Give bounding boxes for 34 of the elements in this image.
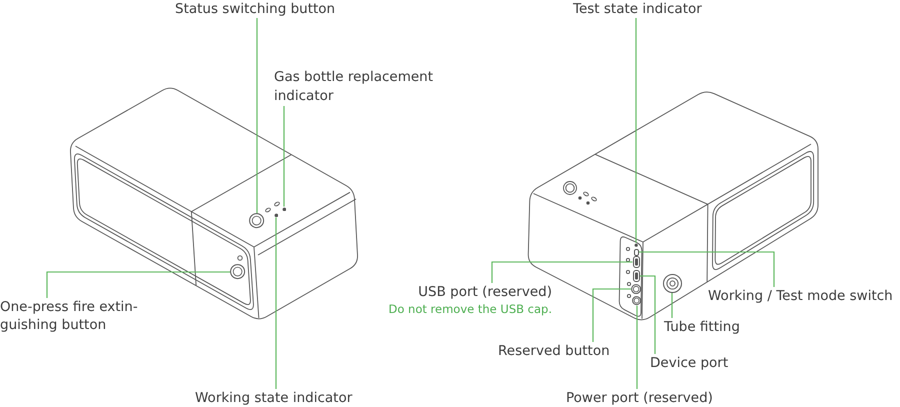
leader-line (635, 18, 637, 243)
callout-label: USB port (reserved) (417, 283, 552, 301)
callout-label: Gas bottle replacement indicator (274, 68, 440, 106)
warning-note: Do not remove the USB cap. (388, 301, 552, 317)
callout-label: Power port (reserved) (566, 389, 713, 407)
callout-label: One-press fire extin- guishing button (0, 298, 144, 334)
indicator-dot (282, 206, 286, 212)
push-button (249, 213, 265, 229)
push-button (230, 264, 246, 280)
leader-line (636, 306, 638, 389)
callout-label: Working / Test mode switch (708, 287, 893, 305)
callout-label: Reserved button (498, 342, 610, 360)
callout-label: Working state indicator (195, 389, 352, 407)
port-socket (632, 270, 640, 282)
indicator-dot (634, 242, 638, 248)
callout-label: Tube fitting (664, 318, 740, 336)
callout-label: Test state indicator (573, 0, 702, 18)
leader-line (592, 288, 631, 342)
indicator-dot (274, 212, 278, 218)
tube-fitting (662, 274, 682, 292)
callout-label: Status switching button (175, 0, 336, 18)
leader-line (275, 217, 277, 389)
leader-line (638, 251, 775, 287)
round-port (632, 296, 642, 306)
leader-line (283, 106, 285, 207)
usb-port (632, 256, 640, 268)
leader-line (491, 261, 632, 283)
push-button (630, 284, 642, 294)
callout-label: Device port (650, 354, 728, 372)
leader-line (671, 292, 673, 318)
leader-line (640, 275, 656, 354)
leader-line (46, 271, 230, 298)
leader-line (256, 18, 258, 214)
switch-slot (634, 248, 638, 256)
